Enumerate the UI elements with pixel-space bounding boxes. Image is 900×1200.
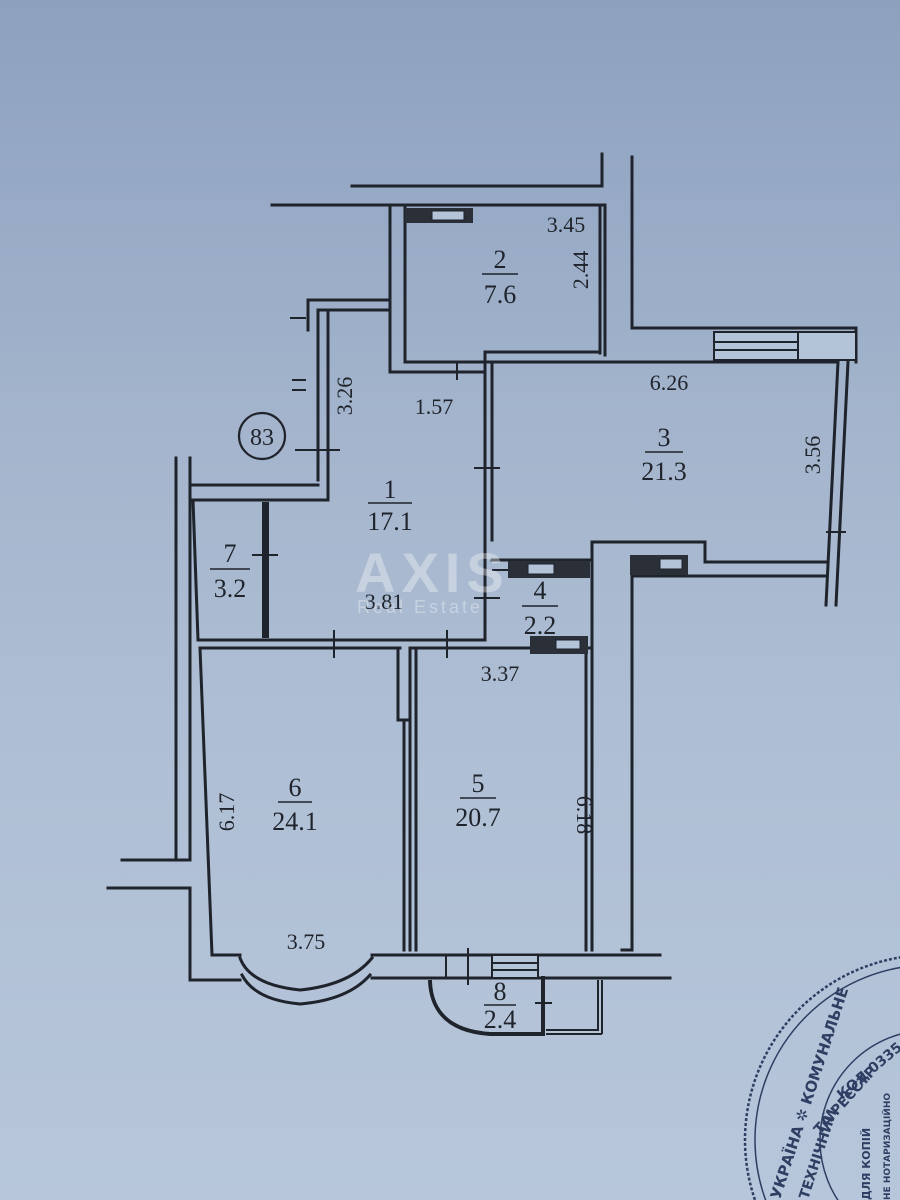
room-6-label: 6 24.1: [272, 773, 318, 836]
dim-hall-upper-depth: 3.26: [332, 377, 357, 416]
dim-room6-depth: 6.17: [214, 793, 239, 832]
svg-text:1: 1: [384, 475, 397, 504]
svg-text:3: 3: [658, 423, 671, 452]
svg-text:7.6: 7.6: [484, 280, 517, 309]
svg-text:6: 6: [289, 773, 302, 802]
official-stamp: УКРАЇНА ✲ КОМУНАЛЬНЕ ТА РЕЄСТР КОД 0335 …: [743, 956, 900, 1200]
svg-text:8: 8: [494, 977, 507, 1006]
dim-room6-width: 3.75: [287, 929, 326, 954]
svg-text:20.7: 20.7: [455, 803, 501, 832]
apartment-number-badge: 83: [237, 411, 287, 461]
svg-text:17.1: 17.1: [367, 507, 413, 536]
room-7-label: 7 3.2: [210, 539, 250, 603]
dim-room5-depth: 6.18: [572, 796, 597, 835]
room-1-label: 1 17.1: [367, 475, 413, 536]
svg-text:2.4: 2.4: [484, 1005, 517, 1034]
room-5-label: 5 20.7: [455, 769, 501, 832]
room-2-label: 2 7.6: [482, 245, 518, 309]
svg-text:2.2: 2.2: [524, 611, 557, 640]
dim-room3-width: 6.26: [650, 370, 689, 395]
room-8-label: 8 2.4: [484, 977, 517, 1034]
dim-room2-width: 3.45: [547, 212, 586, 237]
svg-text:4: 4: [534, 576, 547, 605]
svg-text:83: 83: [250, 425, 274, 451]
exterior-walls: [106, 152, 858, 1036]
dim-hall-upper-width: 1.57: [415, 394, 454, 419]
room-4-label: 4 2.2: [522, 576, 558, 640]
svg-text:21.3: 21.3: [641, 457, 687, 486]
dim-room2-depth: 2.44: [568, 251, 593, 290]
svg-text:3.2: 3.2: [214, 574, 247, 603]
svg-text:НЕ НОТАРИЗАЦІЙНО: НЕ НОТАРИЗАЦІЙНО: [881, 1093, 893, 1200]
svg-text:24.1: 24.1: [272, 807, 318, 836]
svg-text:7: 7: [224, 539, 237, 568]
svg-text:2: 2: [494, 245, 507, 274]
dimension-labels: 3.45 2.44 3.26 1.57 6.26 3.56 3.81 3.37 …: [214, 212, 825, 954]
svg-text:ДЛЯ КОПІЙ: ДЛЯ КОПІЙ: [860, 1128, 873, 1200]
ventilation-ducts: [405, 208, 688, 654]
room-3-label: 3 21.3: [641, 423, 687, 486]
dim-room5-width: 3.37: [481, 661, 520, 686]
dim-room3-depth: 3.56: [800, 436, 825, 475]
svg-text:5: 5: [472, 769, 485, 798]
dim-hall-width: 3.81: [365, 589, 404, 614]
